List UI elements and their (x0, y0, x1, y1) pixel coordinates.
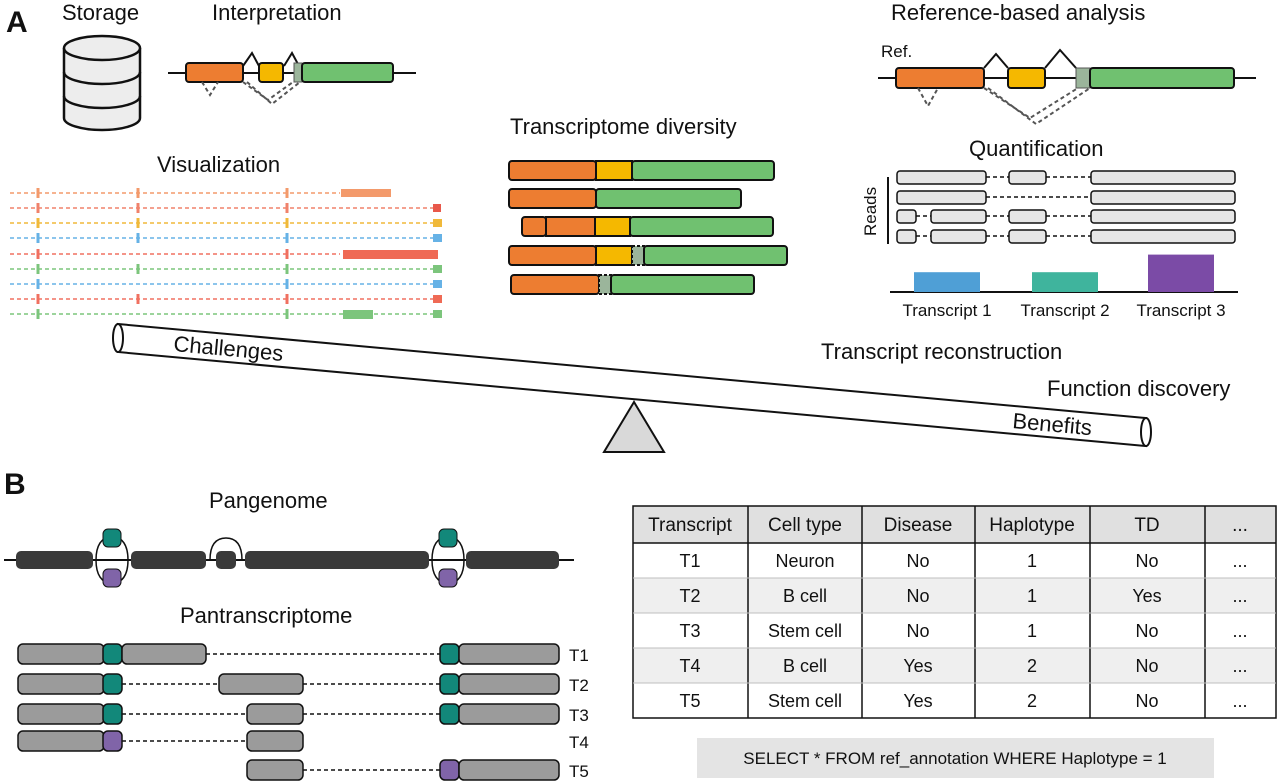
sql-query-text: SELECT * FROM ref_annotation WHERE Haplo… (743, 749, 1166, 768)
table-header-transcript: Transcript (648, 515, 732, 536)
reference-analysis-label: Reference-based analysis (891, 0, 1145, 25)
transcript-isoforms (508, 160, 788, 295)
transcript-3-label: Transcript 3 (1136, 301, 1225, 320)
table-cell: Stem cell (768, 621, 842, 641)
track-label-t5: T5 (569, 762, 589, 781)
pantranscriptome-tracks (17, 643, 560, 781)
table-cell: No (1135, 691, 1158, 711)
track-label-t4: T4 (569, 733, 589, 752)
table-cell: T3 (679, 621, 700, 641)
table-cell: Stem cell (768, 691, 842, 711)
interpretation-label: Interpretation (212, 0, 342, 25)
track-label-t3: T3 (569, 706, 589, 725)
transcriptome-diversity-label: Transcriptome diversity (510, 114, 737, 139)
panel-b-letter: B (4, 468, 26, 501)
table-cell: B cell (783, 656, 827, 676)
table-cell: Yes (1132, 586, 1161, 606)
sql-query-box (697, 738, 1214, 778)
table-cell: B cell (783, 586, 827, 606)
table-cell: ... (1232, 691, 1247, 711)
table-cell: No (906, 621, 929, 641)
table-cell: 2 (1027, 656, 1037, 676)
track-label-t1: T1 (569, 646, 589, 665)
reference-gene-model (878, 48, 1256, 126)
transcript-1-bar (914, 272, 980, 292)
function-discovery-label: Function discovery (1047, 376, 1230, 401)
transcript-2-label: Transcript 2 (1020, 301, 1109, 320)
table-cell: Yes (903, 656, 932, 676)
table-cell: 1 (1027, 621, 1037, 641)
storage-label: Storage (62, 0, 139, 25)
table-header-cell-type: Cell type (768, 515, 842, 536)
table-cell: 2 (1027, 691, 1037, 711)
table-cell: T1 (679, 551, 700, 571)
table-cell: T5 (679, 691, 700, 711)
transcript-3-bar (1148, 254, 1214, 292)
reads-label: Reads (861, 187, 880, 236)
table-cell: ... (1232, 621, 1247, 641)
database-icon (62, 34, 142, 132)
table-cell: No (906, 586, 929, 606)
seesaw (112, 322, 1152, 453)
table-header-more: ... (1232, 515, 1248, 536)
visualization-label: Visualization (157, 152, 280, 177)
table-cell: ... (1232, 551, 1247, 571)
table-cell: Neuron (775, 551, 834, 571)
annotation-table (632, 505, 1277, 719)
quantification-label: Quantification (969, 136, 1104, 161)
panel-a-letter: A (6, 6, 28, 39)
table-cell: Yes (903, 691, 932, 711)
challenges-label: Challenges (173, 331, 285, 366)
table-cell: ... (1232, 586, 1247, 606)
table-header-haplotype: Haplotype (989, 515, 1075, 536)
table-header-disease: Disease (884, 515, 953, 536)
table-cell: T4 (679, 656, 700, 676)
seesaw-fulcrum (602, 400, 666, 453)
table-cell: 1 (1027, 551, 1037, 571)
pangenome-label: Pangenome (209, 488, 328, 513)
transcript-2-bar (1032, 272, 1098, 292)
table-cell: No (906, 551, 929, 571)
pantranscriptome-label: Pantranscriptome (180, 603, 352, 628)
table-cell: T2 (679, 586, 700, 606)
ref-label: Ref. (881, 42, 912, 61)
table-cell: 1 (1027, 586, 1037, 606)
table-header-td: TD (1134, 515, 1159, 536)
genome-browser-tracks (10, 188, 442, 319)
read-alignments (896, 170, 1236, 244)
interpretation-gene-model (168, 50, 416, 106)
transcript-1-label: Transcript 1 (902, 301, 991, 320)
track-label-t2: T2 (569, 676, 589, 695)
quantification-bars (914, 254, 1214, 292)
table-cell: No (1135, 656, 1158, 676)
pangenome-graph (4, 528, 574, 588)
table-cell: ... (1232, 656, 1247, 676)
table-cell: No (1135, 551, 1158, 571)
transcript-reconstruction-label: Transcript reconstruction (821, 339, 1062, 364)
table-cell: No (1135, 621, 1158, 641)
